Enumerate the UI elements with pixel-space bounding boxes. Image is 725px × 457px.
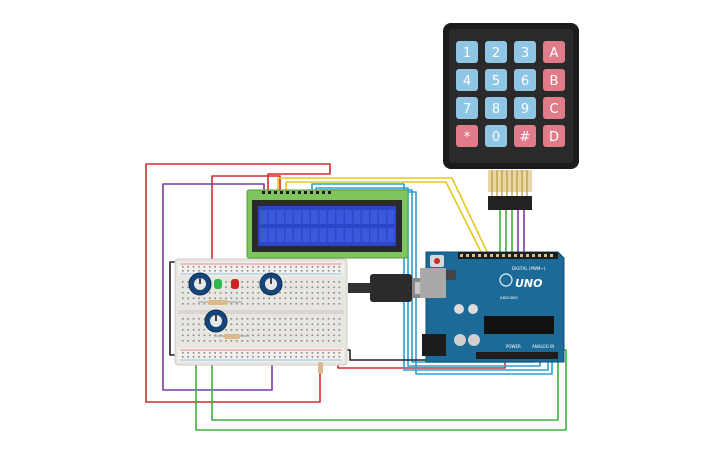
keypad-key-D[interactable]: D [543, 125, 565, 147]
keypad-key-7[interactable]: 7 [456, 97, 478, 119]
potentiometer-1[interactable] [188, 272, 212, 296]
resistor-2[interactable] [214, 334, 250, 339]
lcd-char-cell [379, 228, 386, 242]
arduino-uno-label: UNO [515, 277, 543, 290]
keypad-key-label: B [550, 74, 559, 89]
lcd-char-cell [311, 210, 318, 224]
lcd-char-cell [362, 228, 369, 242]
lcd-char-cell [319, 228, 327, 242]
arduino-maker-label: ARDUINO [500, 295, 518, 300]
lcd-16x2-display[interactable] [246, 189, 409, 259]
lcd-char-cell [260, 228, 267, 242]
lcd-char-cell [311, 228, 318, 242]
potentiometer-2[interactable] [259, 272, 283, 296]
lcd-char-cell [387, 210, 395, 224]
keypad-key-label: 1 [463, 46, 471, 61]
wire-yellow-lcd-2[interactable] [285, 181, 485, 259]
resistor-3[interactable] [318, 362, 323, 374]
lcd-char-cell [285, 228, 293, 242]
lcd-char-cell [345, 210, 352, 224]
lcd-char-cell [370, 210, 378, 224]
lcd-char-cell [260, 210, 267, 224]
analog-pins-label: ANALOG IN [532, 344, 554, 349]
keypad-key-label: * [464, 130, 471, 145]
keypad-key-*[interactable]: * [456, 125, 478, 147]
keypad-key-label: A [550, 46, 559, 61]
keypad-key-label: 8 [492, 102, 500, 117]
lcd-char-cell [379, 210, 386, 224]
wire-yellow-lcd-1[interactable] [277, 177, 491, 259]
keypad-key-1[interactable]: 1 [456, 41, 478, 63]
keypad-key-label: 5 [492, 74, 500, 89]
wire-purple-lcd[interactable] [162, 183, 273, 391]
keypad-key-label: # [520, 130, 531, 145]
lcd-char-cell [362, 210, 369, 224]
keypad-key-label: C [549, 102, 558, 117]
lcd-char-cell [370, 228, 378, 242]
keypad-4x4[interactable]: 1 2 3 A 4 5 6 B 7 8 9 C * 0 # D [443, 23, 579, 210]
keypad-key-label: 9 [521, 102, 529, 117]
power-pins-label: POWER [506, 344, 521, 349]
keypad-connector[interactable] [488, 196, 532, 210]
led-green[interactable] [214, 279, 222, 289]
lcd-char-cell [336, 210, 344, 224]
lcd-char-cell [294, 210, 301, 224]
keypad-key-label: 0 [492, 130, 500, 145]
keypad-key-0[interactable]: 0 [485, 125, 507, 147]
power-jack[interactable] [422, 334, 446, 356]
arduino-uno-board[interactable]: ARDUINO UNO DIGITAL (PWM~) POWER ANALOG … [420, 251, 565, 363]
lcd-char-cell [345, 228, 352, 242]
lcd-char-cell [277, 228, 284, 242]
keypad-key-6[interactable]: 6 [514, 69, 536, 91]
keypad-key-C[interactable]: C [543, 97, 565, 119]
led-red[interactable] [231, 279, 239, 289]
lcd-char-cell [277, 210, 284, 224]
resistor-1[interactable] [198, 300, 242, 305]
keypad-key-label: 7 [463, 102, 471, 117]
keypad-key-3[interactable]: 3 [514, 41, 536, 63]
keypad-key-A[interactable]: A [543, 41, 565, 63]
lcd-char-cell [285, 210, 293, 224]
lcd-char-cell [328, 228, 335, 242]
keypad-key-label: 3 [521, 46, 529, 61]
lcd-char-cell [294, 228, 301, 242]
lcd-char-cell [302, 228, 310, 242]
digital-pins-label: DIGITAL (PWM~) [512, 266, 546, 271]
lcd-char-cell [353, 228, 361, 242]
power-analog-header[interactable] [476, 352, 558, 359]
keypad-key-8[interactable]: 8 [485, 97, 507, 119]
keypad-key-label: 2 [492, 46, 500, 61]
lcd-char-cell [319, 210, 327, 224]
keypad-key-9[interactable]: 9 [514, 97, 536, 119]
lcd-char-cell [353, 210, 361, 224]
lcd-char-cell [328, 210, 335, 224]
lcd-char-cell [302, 210, 310, 224]
keypad-key-label: D [549, 130, 559, 145]
usb-port[interactable] [420, 268, 446, 298]
keypad-key-5[interactable]: 5 [485, 69, 507, 91]
lcd-char-cell [268, 210, 276, 224]
atmega-chip [484, 316, 554, 334]
lcd-char-cell [387, 228, 395, 242]
wire-red-top-loop[interactable] [145, 163, 331, 403]
wire-red-lcd-power[interactable] [211, 175, 281, 268]
keypad-key-label: 4 [463, 74, 471, 89]
lcd-char-cell [268, 228, 276, 242]
usb-cable[interactable] [348, 274, 432, 302]
potentiometer-3[interactable] [204, 309, 228, 333]
lcd-char-cell [336, 228, 344, 242]
keypad-key-B[interactable]: B [543, 69, 565, 91]
keypad-key-2[interactable]: 2 [485, 41, 507, 63]
keypad-ribbon-cable [488, 170, 532, 192]
keypad-key-#[interactable]: # [514, 125, 536, 147]
keypad-key-4[interactable]: 4 [456, 69, 478, 91]
keypad-key-label: 6 [521, 74, 529, 89]
